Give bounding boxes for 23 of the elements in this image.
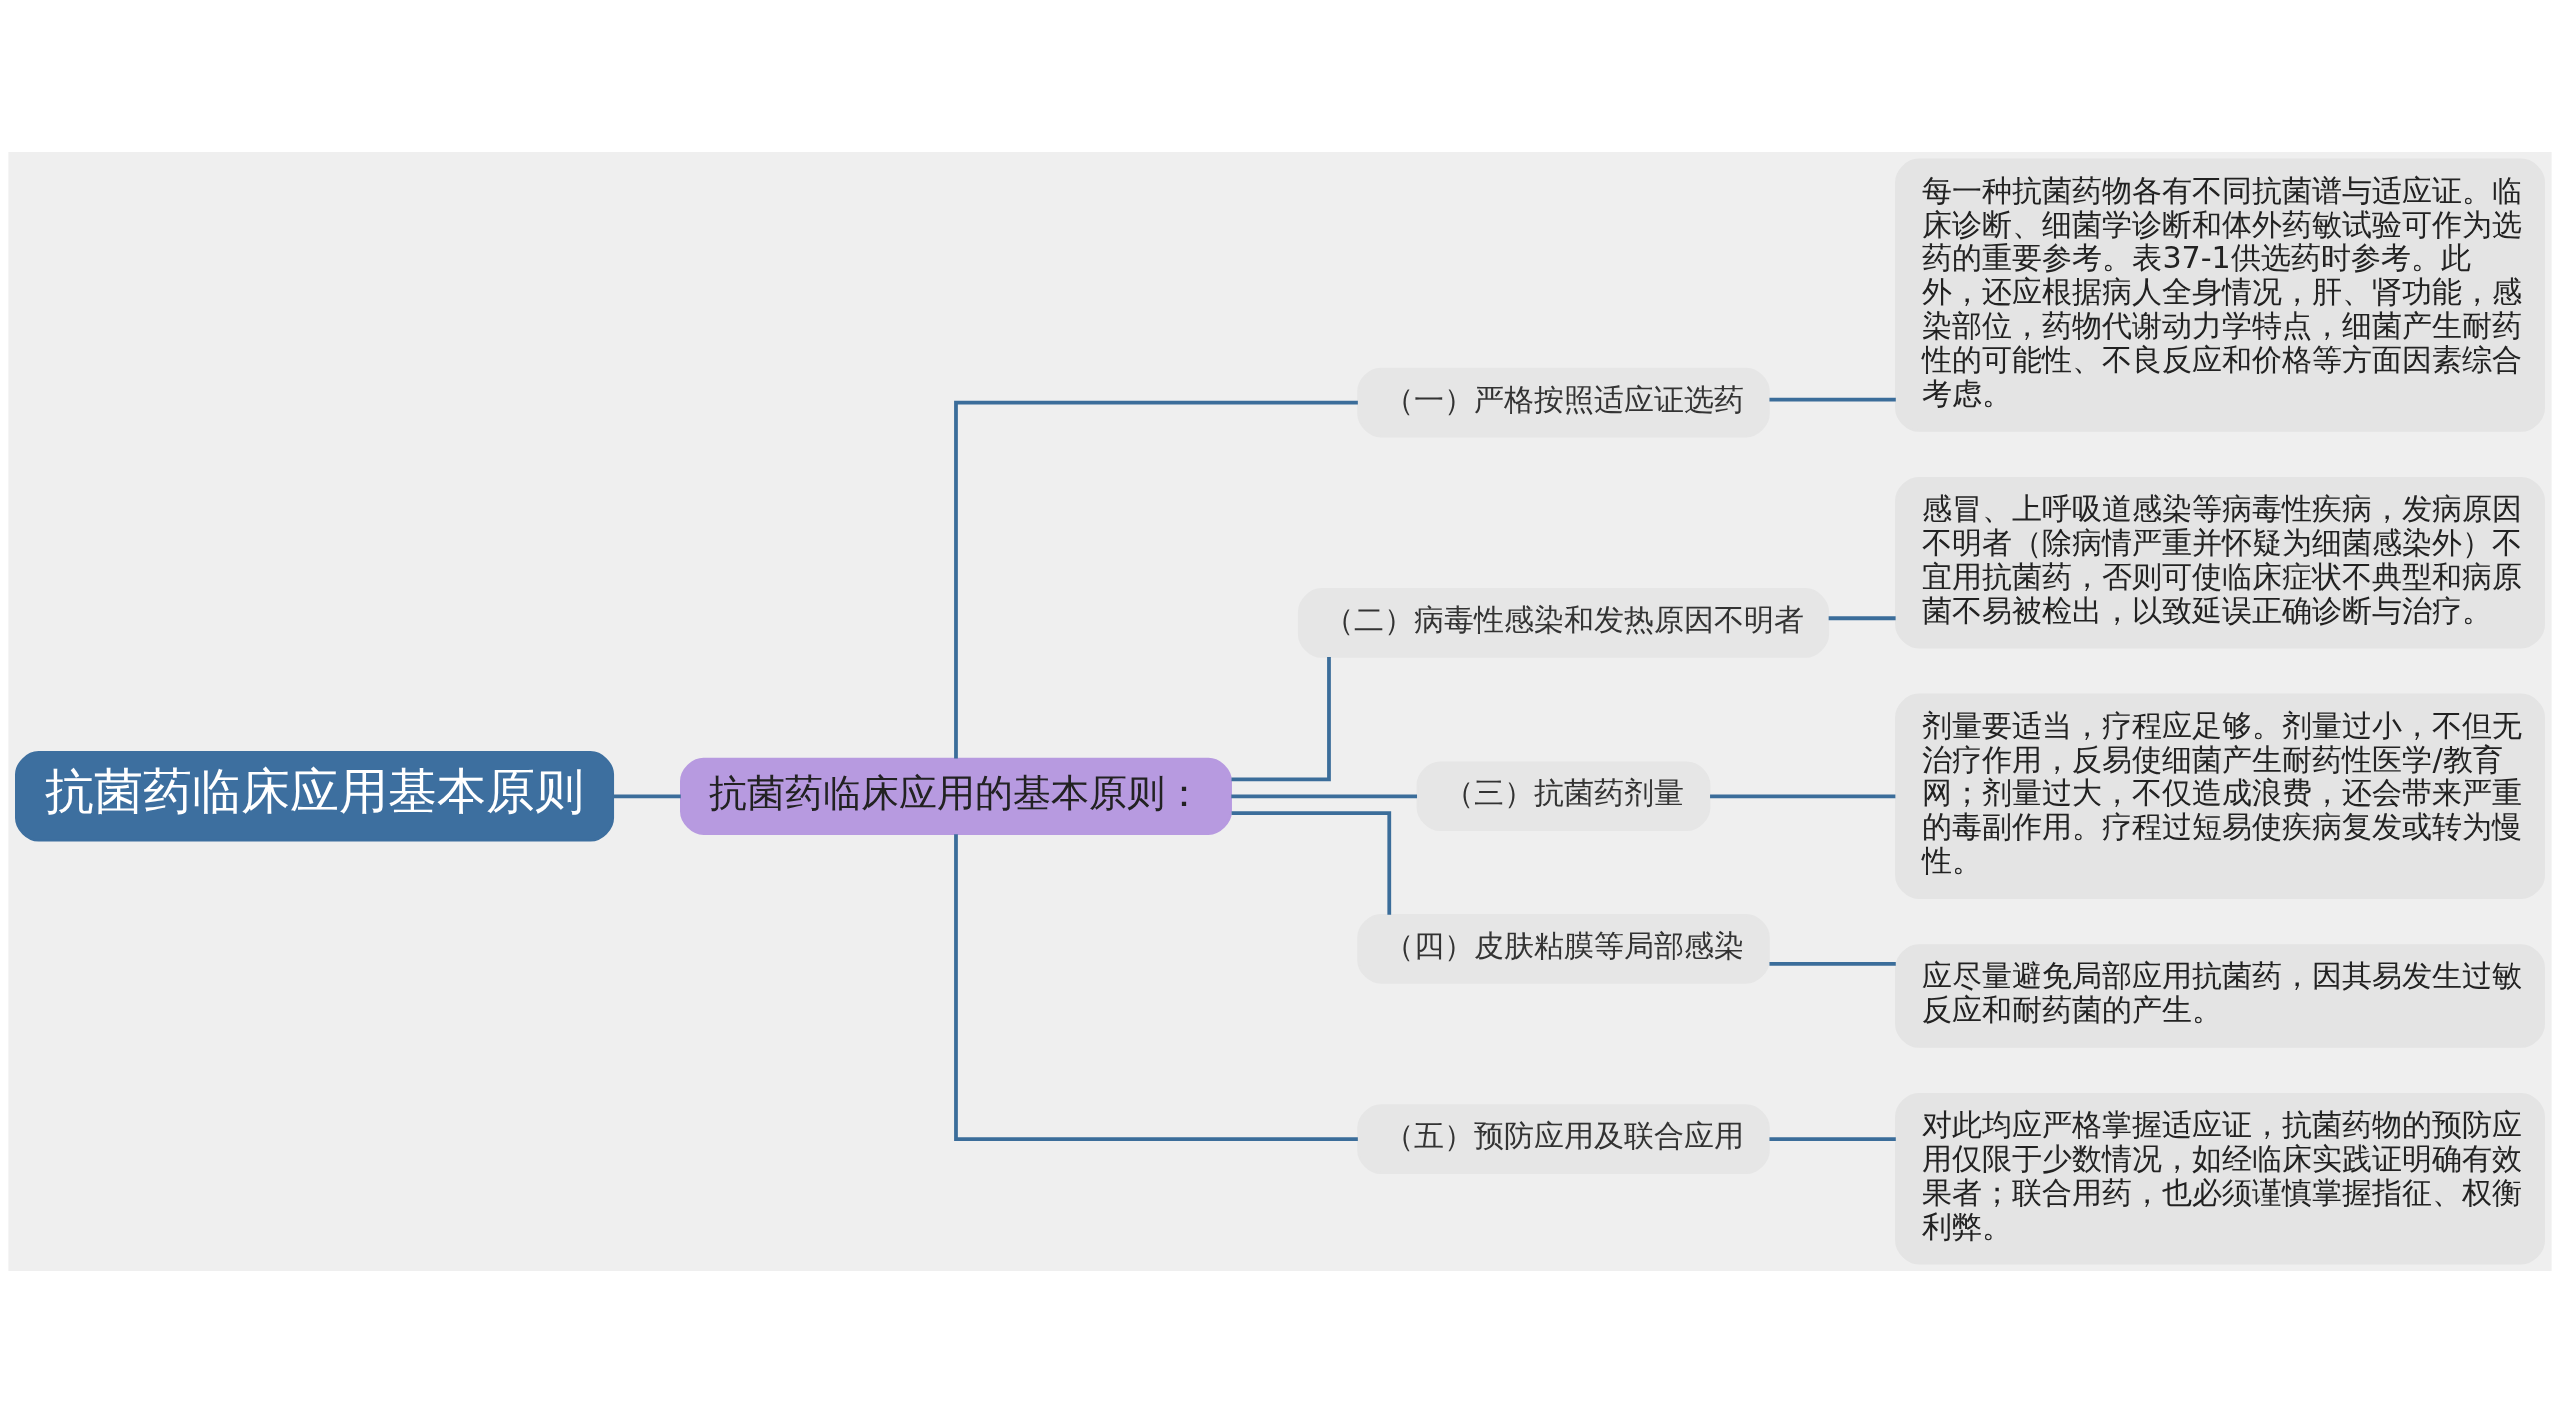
node-box: （三）抗菌药剂量 [1416, 761, 1711, 832]
node-box: （四）皮肤粘膜等局部感染 [1357, 914, 1770, 984]
connector [1231, 656, 1331, 782]
connector [1769, 962, 1896, 966]
node-box: （一）严格按照适应证选药 [1357, 367, 1770, 438]
connector [1231, 811, 1392, 915]
connector [954, 834, 1358, 1141]
connector [613, 794, 681, 799]
node-box: 感冒、上呼吸道感染等病毒性疾病，发病原因不明者（除病情严重并怀疑为细菌感染外）不宜用抗菌药，否则可使临床症状不典型和病原菌不易被检出，以致延误正确诊断与治疗。 [1895, 476, 2545, 649]
node-box: （二）病毒性感染和发热原因不明者 [1297, 588, 1830, 658]
node-box: 剂量要适当，疗程应足够。剂量过小，不但无治疗作用，反易使细菌产生耐药性医学/教育网；剂量过大，不仅造成浪费，还会带来严重的毒副作用。疗程过短易使疾病复发或转为慢性。 [1895, 693, 2545, 899]
node-box: 应尽量避免局部应用抗菌药，因其易发生过敏反应和耐药菌的产生。 [1895, 944, 2545, 1048]
connector [1710, 794, 1896, 799]
node-box: （五）预防应用及联合应用 [1357, 1104, 1770, 1174]
node-box: 每一种抗菌药物各有不同抗菌谱与适应证。临床诊断、细菌学诊断和体外药敏试验可作为选药的重要参考。表37-1供选药时参考。此外，还应根据病人全身情况，肝、肾功能，感染部位，药物代谢动力学特点，细菌产生耐药性的可能性、不良反应和价格等方面因素综合考虑。 [1895, 158, 2545, 432]
connector [1769, 397, 1896, 402]
node-box: 抗菌药临床应用基本原则 [15, 751, 615, 842]
node-box: 对此均应严格掌握适应证，抗菌药物的预防应用仅限于少数情况，如经临床实践证明确有效果者；联合用药，也必须谨慎掌握指征、权衡利弊。 [1895, 1093, 2545, 1265]
connector [1231, 794, 1418, 799]
connector [1828, 616, 1896, 621]
connector [1769, 1137, 1896, 1141]
connector [954, 400, 1358, 759]
node-box: 抗菌药临床应用的基本原则： [680, 757, 1232, 835]
